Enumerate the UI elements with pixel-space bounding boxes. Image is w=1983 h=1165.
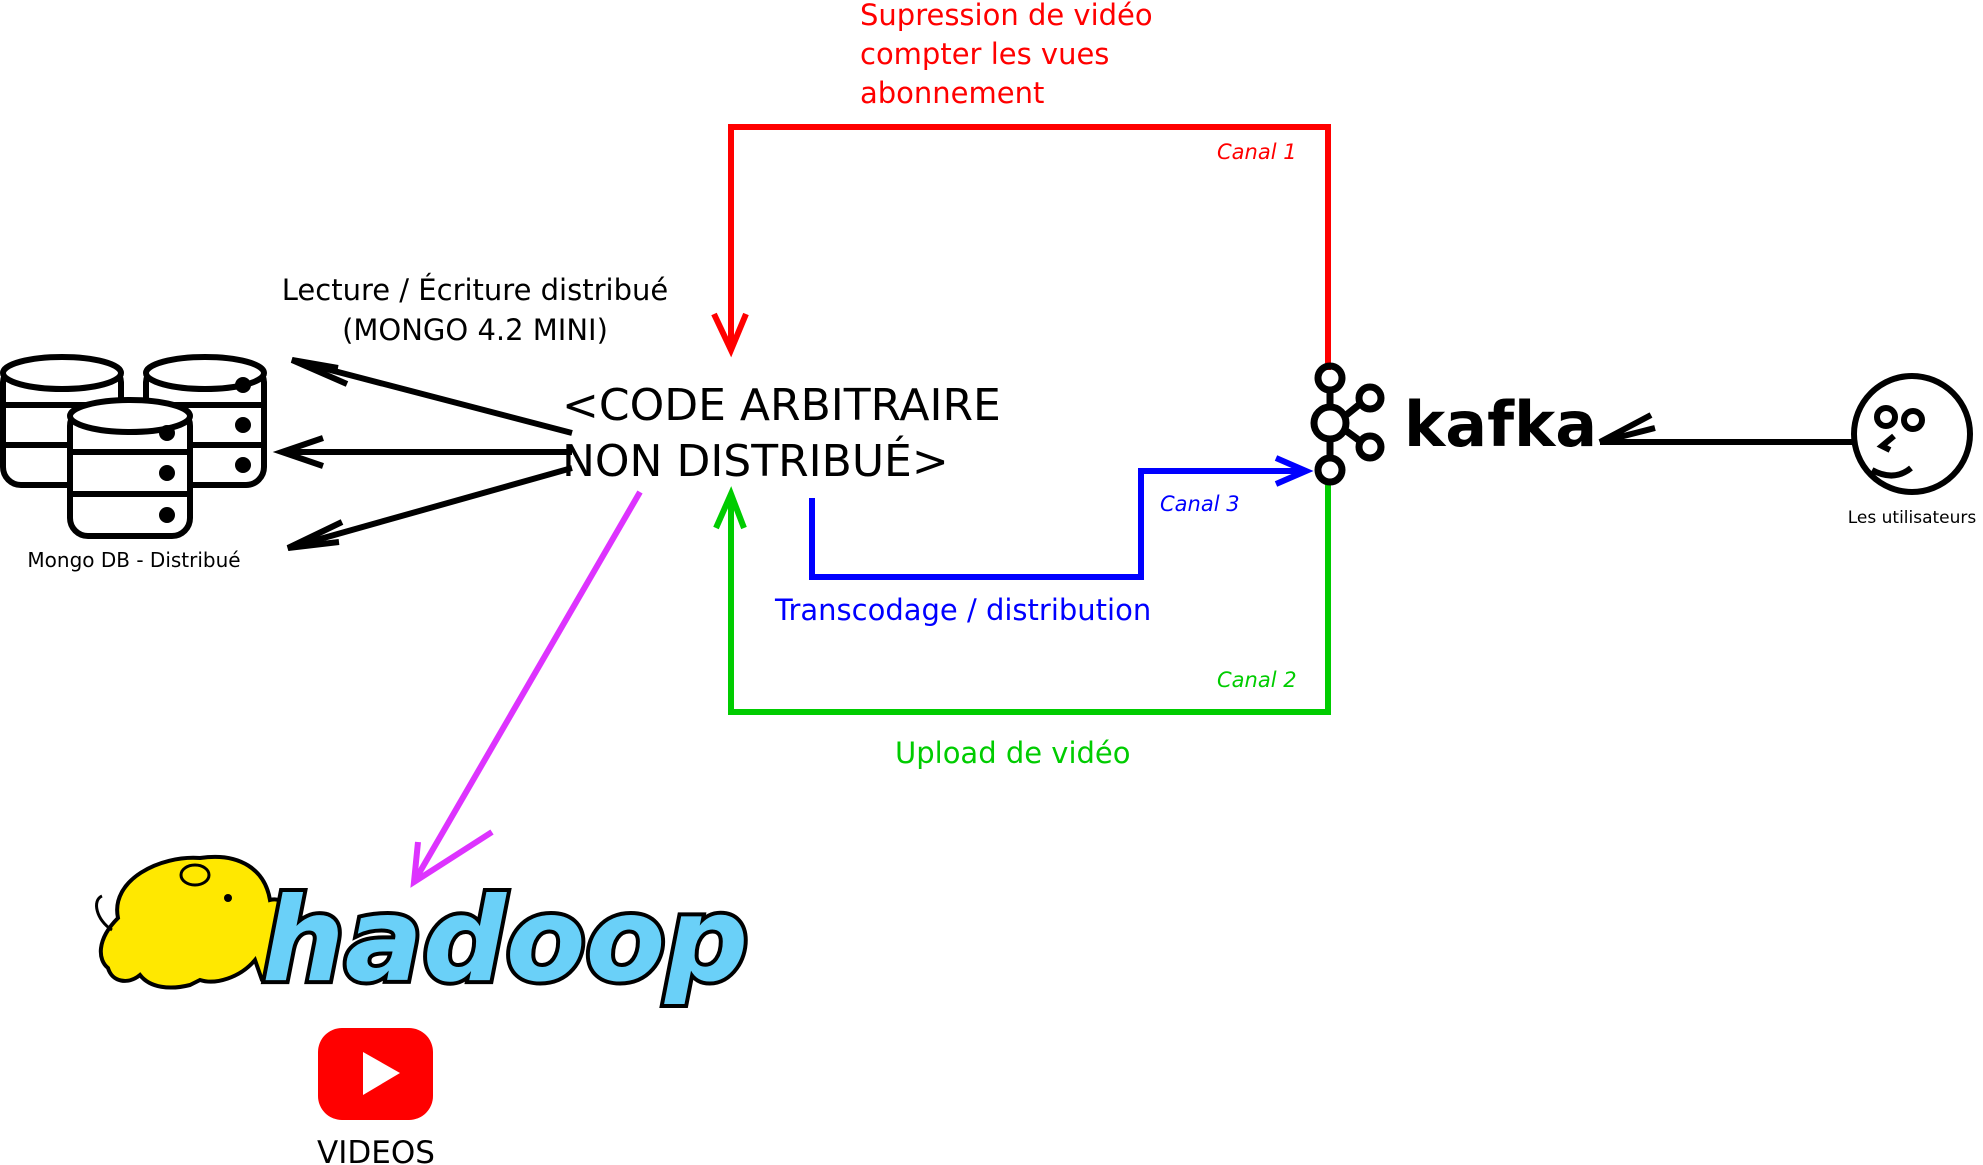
- svg-text:abonnement: abonnement: [860, 76, 1044, 110]
- mongo-caption: Lecture / Écriture distribué (MONGO 4.2 …: [282, 273, 668, 347]
- youtube-play-icon: [318, 1028, 433, 1120]
- svg-text:Lecture / Écriture distribué: Lecture / Écriture distribué: [282, 273, 668, 307]
- canal1-label: Canal 1: [1217, 140, 1297, 164]
- mongo-label: Mongo DB - Distribué: [27, 548, 240, 572]
- hadoop-wordmark: hadoop: [258, 869, 752, 1012]
- canal2-label: Canal 2: [1217, 668, 1297, 692]
- canal3-description: Transcodage / distribution: [774, 593, 1151, 627]
- canal3-label: Canal 3: [1160, 492, 1240, 516]
- hadoop-link: [410, 490, 643, 888]
- svg-text:<CODE ARBITRAIRE: <CODE ARBITRAIRE: [562, 380, 1001, 431]
- kafka-logo-icon: [1310, 362, 1385, 486]
- svg-text:hadoop: hadoop: [262, 873, 748, 1008]
- svg-text:compter les vues: compter les vues: [860, 37, 1109, 71]
- database-cluster-icon: [0, 354, 267, 539]
- mongo-arrows: [272, 357, 573, 551]
- users-label: Les utilisateurs: [1848, 508, 1977, 528]
- svg-text:NON DISTRIBUÉ>: NON DISTRIBUÉ>: [562, 434, 949, 487]
- code-block-label: <CODE ARBITRAIRE NON DISTRIBUÉ>: [562, 380, 1001, 487]
- canal2-path: [713, 480, 1331, 715]
- svg-text:(MONGO 4.2 MINI): (MONGO 4.2 MINI): [342, 313, 608, 347]
- canal1-description: Supression de vidéo compter les vues abo…: [860, 0, 1153, 110]
- user-face-icon: [1851, 373, 1973, 495]
- users-arrow: [1598, 412, 1854, 445]
- videos-label: VIDEOS: [317, 1135, 435, 1165]
- database-cylinder: [67, 397, 193, 539]
- canal2-description: Upload de vidéo: [895, 736, 1131, 770]
- svg-text:Supression de vidéo: Supression de vidéo: [860, 0, 1153, 32]
- kafka-label: kafka: [1404, 388, 1597, 461]
- hadoop-elephant-icon: [95, 854, 293, 990]
- canal3-path: [809, 455, 1314, 580]
- canal1-path: [711, 124, 1331, 370]
